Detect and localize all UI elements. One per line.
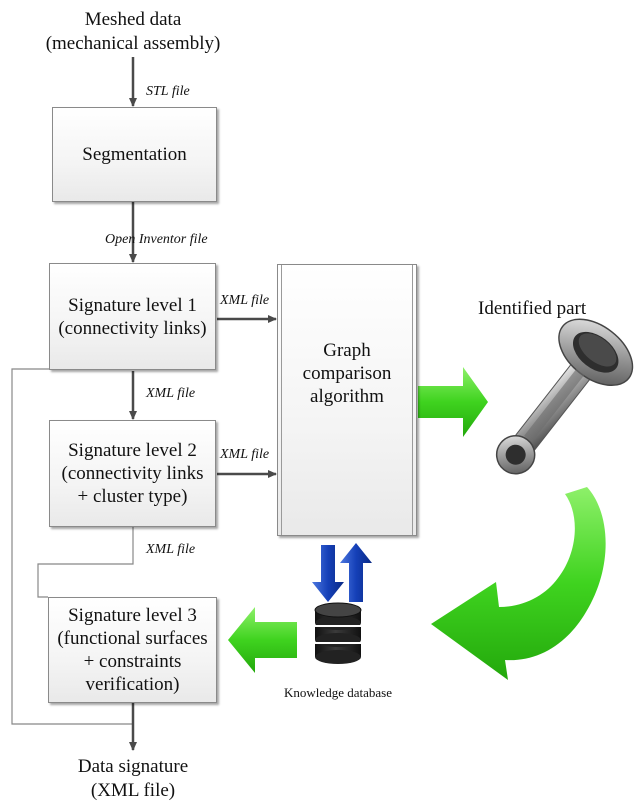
graph-line-3: algorithm	[310, 386, 384, 407]
label-xml-file-2: XML file	[146, 386, 196, 401]
label-open-inventor-file: Open Inventor file	[105, 232, 208, 247]
identified-part-label: Identified part	[478, 298, 587, 319]
sig3-line-1: Signature level 3	[68, 605, 197, 626]
green-curved-arrow	[431, 487, 606, 680]
label-xml-file-1: XML file	[220, 293, 270, 308]
sig1-line-1: Signature level 1	[68, 294, 197, 316]
green-arrow-right	[418, 367, 488, 437]
label-xml-file-3: XML file	[220, 447, 270, 462]
blue-arrow-down	[312, 545, 344, 602]
sig3-line-4: verification)	[85, 674, 180, 695]
signature-level-1-box: Signature level 1 (connectivity links)	[49, 263, 216, 370]
output-line-2: (XML file)	[90, 780, 176, 801]
graph-line-1: Graph	[323, 340, 371, 361]
output-line-1: Data signature	[77, 756, 189, 777]
sig2-line-3: + cluster type)	[77, 486, 188, 507]
graph-box-right-rail	[412, 265, 413, 535]
blue-arrow-up	[340, 543, 372, 602]
sig2-line-2: (connectivity links	[61, 463, 204, 484]
sig1-line-2: (connectivity links)	[58, 317, 207, 339]
input-line-1: Meshed data	[84, 9, 182, 30]
graph-comparison-box: Graph comparison algorithm	[277, 264, 417, 536]
database-icon	[314, 602, 362, 664]
signature-level-3-box: Signature level 3 (functional surfaces +…	[48, 597, 217, 703]
connecting-rod-image	[495, 318, 634, 475]
knowledge-database-label: Knowledge database	[284, 685, 392, 700]
label-stl-file: STL file	[146, 84, 190, 99]
feedback-line-inner	[37, 527, 134, 598]
signature-level-2-box: Signature level 2 (connectivity links + …	[49, 420, 216, 527]
sig3-line-3: + constraints	[83, 651, 182, 672]
segmentation-label: Segmentation	[82, 144, 187, 165]
green-arrow-left	[228, 607, 297, 673]
input-line-2: (mechanical assembly)	[45, 33, 221, 54]
label-xml-file-4: XML file	[146, 542, 196, 557]
sig3-line-2: (functional surfaces	[57, 628, 208, 649]
graph-line-2: comparison	[302, 363, 392, 384]
segmentation-box: Segmentation	[52, 107, 217, 202]
graph-box-left-rail	[281, 265, 282, 535]
sig2-line-1: Signature level 2	[68, 440, 197, 461]
